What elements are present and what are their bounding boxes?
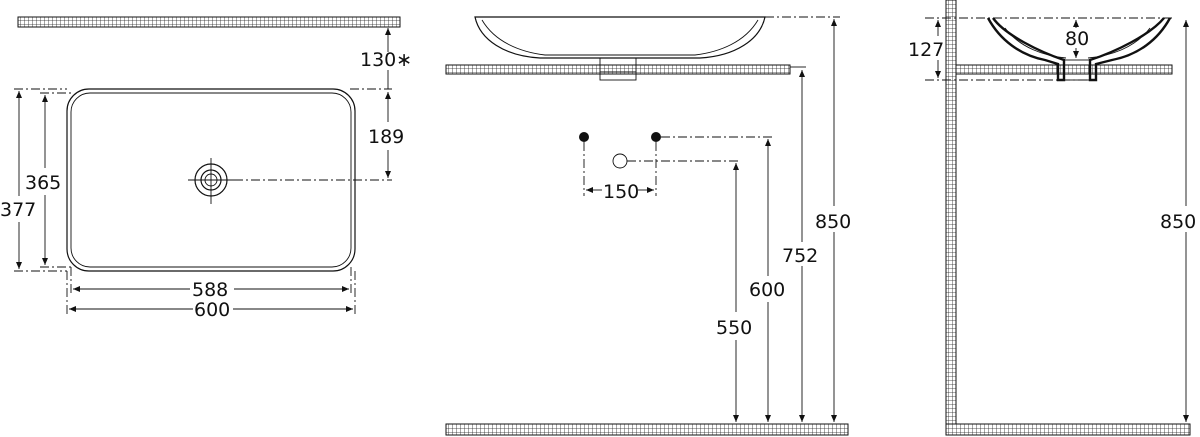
side-view: 127 80 850 xyxy=(908,0,1196,436)
dim-floor-850-side: 850 xyxy=(1160,211,1196,233)
dim-outer-width-600: 600 xyxy=(194,299,230,321)
basin-inner-curve xyxy=(481,19,759,56)
floor-side xyxy=(945,423,1191,436)
front-view: 150 850 752 600 550 xyxy=(445,16,851,436)
tap-hole-left xyxy=(579,132,589,142)
dim-drain-80: 80 xyxy=(1065,28,1089,50)
plan-view: 130∗ 189 365 377 588 600 xyxy=(0,16,412,321)
drain-tail xyxy=(599,71,637,81)
dim-floor-850-front: 850 xyxy=(815,211,851,233)
drain-outlet xyxy=(612,153,628,169)
dim-inner-width-588: 588 xyxy=(192,279,228,301)
countertop-top xyxy=(17,16,401,28)
dim-tap-spacing-150: 150 xyxy=(603,181,639,203)
basin-inner-outline xyxy=(70,92,352,268)
dim-outer-depth-377: 377 xyxy=(0,199,36,221)
dim-drain-offset-189: 189 xyxy=(368,126,404,148)
dim-inner-depth-365: 365 xyxy=(25,172,61,194)
dim-tap-600: 600 xyxy=(749,279,785,301)
basin-silhouette xyxy=(474,16,766,59)
dim-tap-752: 752 xyxy=(782,245,818,267)
floor-front xyxy=(445,423,849,436)
countertop-front xyxy=(445,64,791,75)
wall-side xyxy=(945,0,957,433)
dim-drain-550: 550 xyxy=(716,317,752,339)
drain-symbol xyxy=(188,158,234,204)
dim-overflow-130: 130∗ xyxy=(360,49,412,71)
dim-bowl-height-127: 127 xyxy=(908,39,944,61)
tap-hole-right xyxy=(651,132,661,142)
